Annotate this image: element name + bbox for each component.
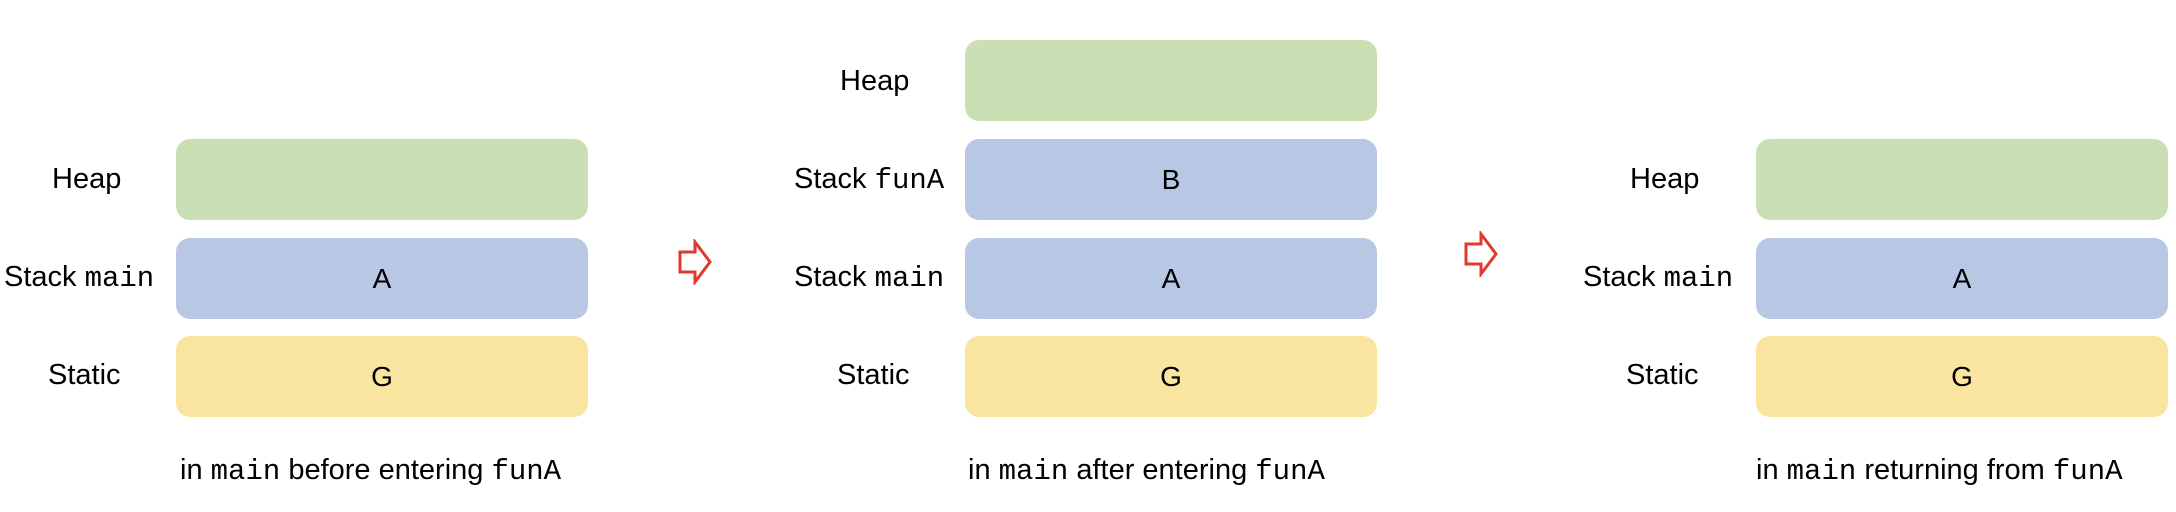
- transition-arrow-icon: [1464, 231, 1498, 277]
- heap-segment: [176, 139, 588, 220]
- panel-caption: in main before entering funA: [180, 454, 562, 488]
- memory-panel-after: Heap Stack funA B Stack main A Static G …: [790, 0, 1580, 512]
- memory-panel-before: Heap Stack main A Static G in main befor…: [0, 0, 790, 512]
- row-label-heap: Heap: [840, 65, 910, 97]
- stack-main-segment: A: [965, 238, 1377, 319]
- heap-segment: [965, 40, 1377, 121]
- memory-panel-returning: Heap Stack main A Static G in main retur…: [1580, 0, 2176, 512]
- row-label-static: Static: [837, 359, 910, 391]
- static-segment: G: [965, 336, 1377, 417]
- row-label-stack-main: Stack main: [1583, 261, 1734, 295]
- heap-segment: [1756, 139, 2168, 220]
- row-label-stack-main: Stack main: [4, 261, 155, 295]
- stack-funA-segment: B: [965, 139, 1377, 220]
- static-segment: G: [176, 336, 588, 417]
- panel-caption: in main returning from funA: [1756, 454, 2123, 488]
- row-label-stack-funA: Stack funA: [794, 163, 945, 197]
- row-label-heap: Heap: [1630, 163, 1700, 195]
- row-label-heap: Heap: [52, 163, 122, 195]
- transition-arrow-icon: [678, 239, 712, 285]
- row-label-static: Static: [48, 359, 121, 391]
- stack-main-segment: A: [176, 238, 588, 319]
- stack-main-segment: A: [1756, 238, 2168, 319]
- row-label-static: Static: [1626, 359, 1699, 391]
- row-label-stack-main: Stack main: [794, 261, 945, 295]
- static-segment: G: [1756, 336, 2168, 417]
- panel-caption: in main after entering funA: [968, 454, 1325, 488]
